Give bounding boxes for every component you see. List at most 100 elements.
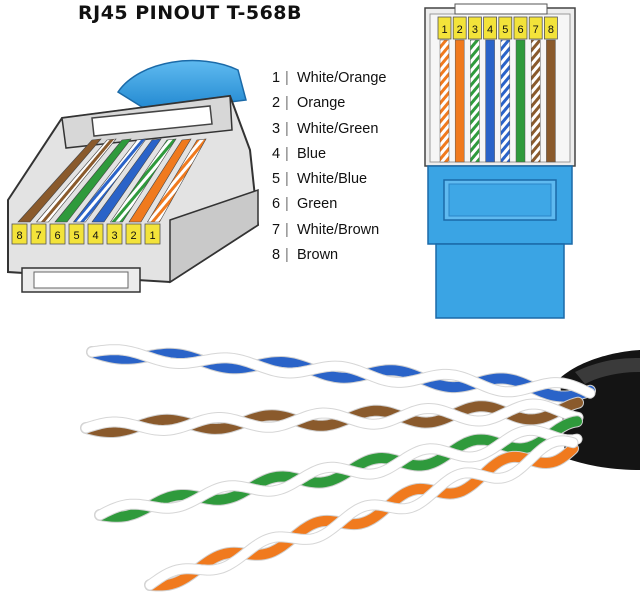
diagram-title: RJ45 PINOUT T-568B <box>78 2 303 24</box>
contact-number: 8 <box>548 24 554 36</box>
separator: | <box>285 221 289 238</box>
wire-color-label: White/Brown <box>297 221 380 238</box>
twisted-pair-green <box>94 415 583 523</box>
wire-white-orange <box>146 138 207 223</box>
contact-pin-5 <box>68 223 85 245</box>
legend-item-pin-2: 2| Orange <box>272 91 386 116</box>
twisted-pair-blue <box>86 344 596 403</box>
contact-number: 5 <box>502 24 508 36</box>
contact-number: 4 <box>487 24 493 36</box>
wire-orange <box>454 39 465 163</box>
wire-color-label: White/Green <box>297 120 379 137</box>
wire-green <box>515 39 526 163</box>
wire-white-green <box>109 138 177 223</box>
pin-number: 5 <box>272 171 281 188</box>
contact-number: 6 <box>54 230 60 242</box>
wire-white-brown <box>35 138 117 223</box>
wire-solid <box>87 347 595 402</box>
wire-solid <box>81 397 583 437</box>
contact-pin-3 <box>467 16 482 40</box>
wire-color-label: Brown <box>297 247 339 264</box>
pin-legend: 1|White/Orange 2|Orange 3|White/Green 4|… <box>272 66 386 268</box>
wire-color-label: White/Orange <box>297 70 387 86</box>
separator: | <box>285 95 289 112</box>
wire-white-green <box>470 39 480 163</box>
wire-color-label: Green <box>297 196 338 213</box>
pin-number: 2 <box>272 95 281 112</box>
separator: | <box>285 171 289 188</box>
separator: | <box>285 145 289 162</box>
wire-white-brown <box>530 39 541 163</box>
wire-color-label: Orange <box>297 95 346 112</box>
wire-brown <box>17 138 102 223</box>
contact-number: 2 <box>130 230 136 242</box>
wire-striped <box>145 436 578 590</box>
legend-item-pin-8: 8| Brown <box>272 243 386 268</box>
wire-color-label: White/Blue <box>297 171 368 188</box>
wire-orange <box>128 138 192 223</box>
pin-number: 7 <box>272 221 281 238</box>
contact-pin-3 <box>106 223 123 245</box>
contact-number: 3 <box>111 230 117 242</box>
separator: | <box>285 70 289 86</box>
legend-item-pin-5: 5| White/Blue <box>272 167 386 192</box>
wire-white-orange <box>439 39 450 163</box>
cable-boot <box>427 165 573 319</box>
contact-pin-7 <box>528 16 543 40</box>
wire-blue <box>91 138 162 223</box>
contact-number: 5 <box>73 230 79 242</box>
pin-number: 6 <box>272 196 281 213</box>
contact-number: 8 <box>16 230 22 242</box>
contact-pin-2 <box>452 16 467 40</box>
legend-item-pin-7: 7| White/Brown <box>272 218 386 243</box>
contact-number: 3 <box>472 24 478 36</box>
legend-item-pin-1: 1| White/Orange <box>272 66 386 91</box>
twisted-pair-brown <box>80 396 584 438</box>
wire-brown <box>546 39 556 163</box>
contact-number: 2 <box>457 24 463 36</box>
contact-pin-6 <box>513 16 528 40</box>
contact-pin-8 <box>11 223 28 245</box>
separator: | <box>285 120 289 137</box>
contact-number: 6 <box>517 24 523 36</box>
legend-item-pin-4: 4| Blue <box>272 142 386 167</box>
twisted-pair-orange <box>144 435 579 592</box>
contact-pin-4 <box>483 16 498 40</box>
contact-pin-4 <box>87 223 104 245</box>
legend-item-pin-6: 6| Green <box>272 192 386 217</box>
wire-green <box>54 138 132 223</box>
contact-number: 1 <box>441 24 447 36</box>
contact-pin-8 <box>544 16 558 40</box>
pin-number: 8 <box>272 247 281 264</box>
gold-contacts: 8 7 6 5 4 3 2 1 <box>11 223 161 245</box>
legend-item-pin-3: 3| White/Green <box>272 117 386 142</box>
contact-pin-7 <box>30 223 47 245</box>
separator: | <box>285 196 289 213</box>
wire-blue <box>485 39 495 163</box>
contact-pin-6 <box>49 223 66 245</box>
wire-striped <box>95 425 582 520</box>
contact-number: 1 <box>149 230 155 242</box>
contact-number: 7 <box>35 230 41 242</box>
pin-number: 1 <box>272 70 281 86</box>
contact-pin-1 <box>144 223 161 245</box>
connector-wires <box>439 39 556 163</box>
connector-wires <box>17 138 207 223</box>
contact-pin-2 <box>125 223 142 245</box>
separator: | <box>285 247 289 264</box>
wire-white-blue <box>72 138 147 223</box>
contact-pin-5 <box>498 16 513 40</box>
wire-color-label: Blue <box>297 145 327 162</box>
wire-striped <box>81 399 583 436</box>
pin-number: 3 <box>272 120 281 137</box>
pin-number: 4 <box>272 145 281 162</box>
contact-number: 7 <box>533 24 539 36</box>
wire-white-blue <box>500 39 511 163</box>
wire-solid <box>145 443 578 591</box>
contact-pin-1 <box>437 16 452 40</box>
contact-number: 4 <box>92 230 98 242</box>
